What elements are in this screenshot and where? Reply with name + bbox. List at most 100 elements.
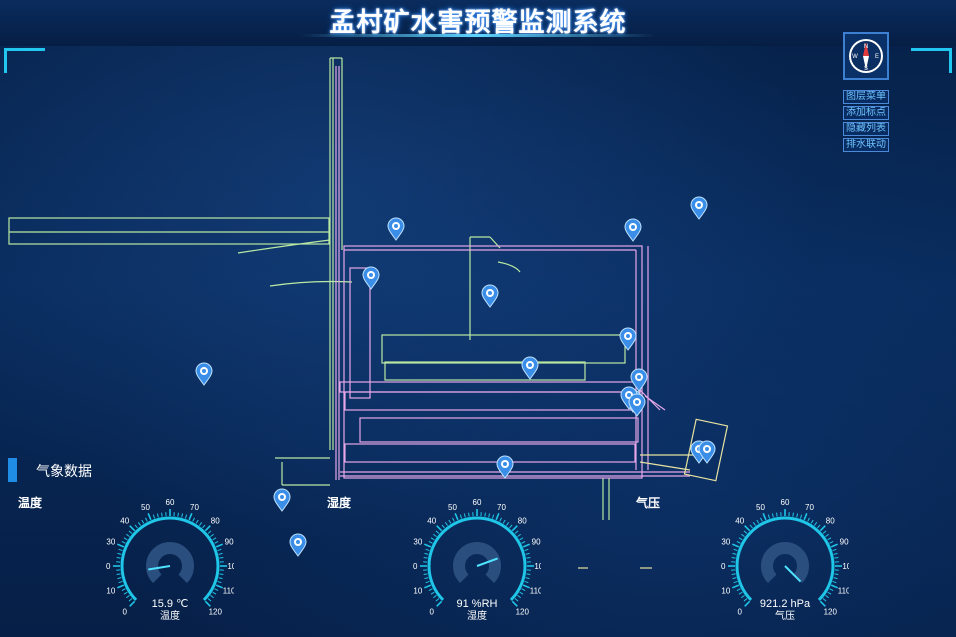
location-pin-icon[interactable] xyxy=(697,440,717,464)
location-pin-icon[interactable] xyxy=(386,217,406,241)
gauge-tick-label: 100 xyxy=(534,562,541,571)
gauge-tick xyxy=(117,552,122,555)
gauge-tick-label: 20 xyxy=(106,562,111,571)
location-pin-icon[interactable] xyxy=(618,327,638,351)
gauge-tick xyxy=(731,557,736,559)
compass-icon[interactable]: N S W E xyxy=(843,32,889,80)
gauge-tick xyxy=(830,584,838,589)
location-pin-icon[interactable] xyxy=(689,196,709,220)
gauge-tick-label: 60 xyxy=(473,498,482,507)
gauge-tick xyxy=(215,584,223,589)
gauge-tick xyxy=(425,548,430,552)
frame-corner-top-right xyxy=(911,48,952,73)
gauge-tick xyxy=(807,517,810,522)
gauge-tick-label: 0 xyxy=(430,607,435,616)
gauge-tick xyxy=(188,513,193,521)
gauge-inner-dial xyxy=(761,542,809,583)
gauge-tick xyxy=(195,519,199,524)
gauge-tick xyxy=(827,591,832,595)
gauge-tick xyxy=(509,524,513,529)
temperature-section-label: 温度 xyxy=(18,496,43,510)
menu-layer-button[interactable]: 图层菜单 xyxy=(843,90,889,104)
gauge-tick xyxy=(733,580,738,584)
gauge-tick xyxy=(741,533,745,538)
location-pin-icon[interactable] xyxy=(520,356,540,380)
gauge-tick xyxy=(219,573,224,575)
location-pin-icon[interactable] xyxy=(629,368,649,392)
gauge-tick xyxy=(430,591,435,595)
gauge-tick xyxy=(505,522,510,526)
gauge-inner-dial xyxy=(453,542,501,583)
gauge-tick xyxy=(448,519,452,524)
gauge-tick xyxy=(217,580,222,584)
temperature-gauge: 010203040506070809010011012015.9 ℃温度 xyxy=(106,498,234,622)
gauge-tick xyxy=(436,600,443,607)
gauge-tick-label: 120 xyxy=(824,607,838,616)
gauge-tick xyxy=(829,588,834,591)
gauge-tick xyxy=(738,537,743,541)
gauge-tick xyxy=(452,517,455,522)
map-menu: 图层菜单 添加标点 隐藏列表 排水联动 xyxy=(843,90,889,154)
gauge-tick xyxy=(519,537,524,541)
location-pin-icon[interactable] xyxy=(361,266,381,290)
gauge-tick xyxy=(117,577,122,580)
gauge-tick xyxy=(436,525,443,532)
gauge-tick xyxy=(118,580,123,584)
menu-hide-list-button[interactable]: 隐藏列表 xyxy=(843,122,889,136)
gauge-tick xyxy=(834,557,839,559)
gauge-tick xyxy=(732,552,737,555)
gauge-tick-label: 80 xyxy=(518,517,527,526)
location-pin-icon[interactable] xyxy=(272,488,292,512)
gauge-tick xyxy=(217,548,222,552)
gauge-tick xyxy=(121,588,126,591)
gauge-tick-label: 40 xyxy=(735,517,744,526)
location-pin-icon[interactable] xyxy=(480,284,500,308)
gauge-tick xyxy=(210,594,214,599)
gauge-tick xyxy=(441,524,445,529)
gauge-tick xyxy=(430,537,435,541)
gauge-tick xyxy=(207,530,212,534)
gauge-tick xyxy=(524,580,529,584)
gauge-tick xyxy=(145,517,148,522)
gauge-tick xyxy=(756,519,760,524)
gauge-tick xyxy=(444,522,449,526)
gauge-tick xyxy=(117,543,125,548)
gauge-tick xyxy=(126,533,130,538)
gauge-tick xyxy=(517,533,521,538)
location-pin-icon[interactable] xyxy=(495,455,515,479)
gauge-tick xyxy=(147,513,152,521)
gauge-tick xyxy=(829,541,834,544)
menu-add-point-button[interactable]: 添加标点 xyxy=(843,106,889,120)
location-pin-icon[interactable] xyxy=(194,362,214,386)
gauge-tick xyxy=(192,517,195,522)
gauge-tick xyxy=(744,525,751,532)
gauge-tick xyxy=(214,588,219,591)
gauge-tick xyxy=(219,557,224,559)
gauge-arc xyxy=(120,516,220,601)
gauge-tick-label: 50 xyxy=(756,503,765,512)
gauge-tick xyxy=(137,522,142,526)
gauge-tick-label: 20 xyxy=(413,562,418,571)
gauge-tick-label: 110 xyxy=(530,586,541,595)
gauge-tick xyxy=(731,573,736,575)
gauge-tick xyxy=(499,517,502,522)
gauge-tick xyxy=(184,514,188,519)
gauge-tick-label: 120 xyxy=(516,607,530,616)
location-pin-icon[interactable] xyxy=(627,393,647,417)
gauge-tick xyxy=(129,525,136,532)
gauge-tick xyxy=(468,512,470,517)
mine-map[interactable] xyxy=(0,46,956,637)
menu-drainage-button[interactable]: 排水联动 xyxy=(843,138,889,152)
gauge-value-readout: 921.2 hPa xyxy=(760,598,811,610)
gauge-tick xyxy=(433,533,437,538)
gauge-name-label: 气压 xyxy=(775,609,795,622)
gauge-tick xyxy=(424,552,429,555)
location-pin-icon[interactable] xyxy=(288,533,308,557)
gauge-tick-label: 110 xyxy=(223,586,234,595)
gauge-tick xyxy=(526,573,531,575)
gauge-tick xyxy=(834,573,839,575)
gauge-tick xyxy=(517,594,521,599)
location-pin-icon[interactable] xyxy=(623,218,643,242)
gauge-tick xyxy=(522,543,530,548)
